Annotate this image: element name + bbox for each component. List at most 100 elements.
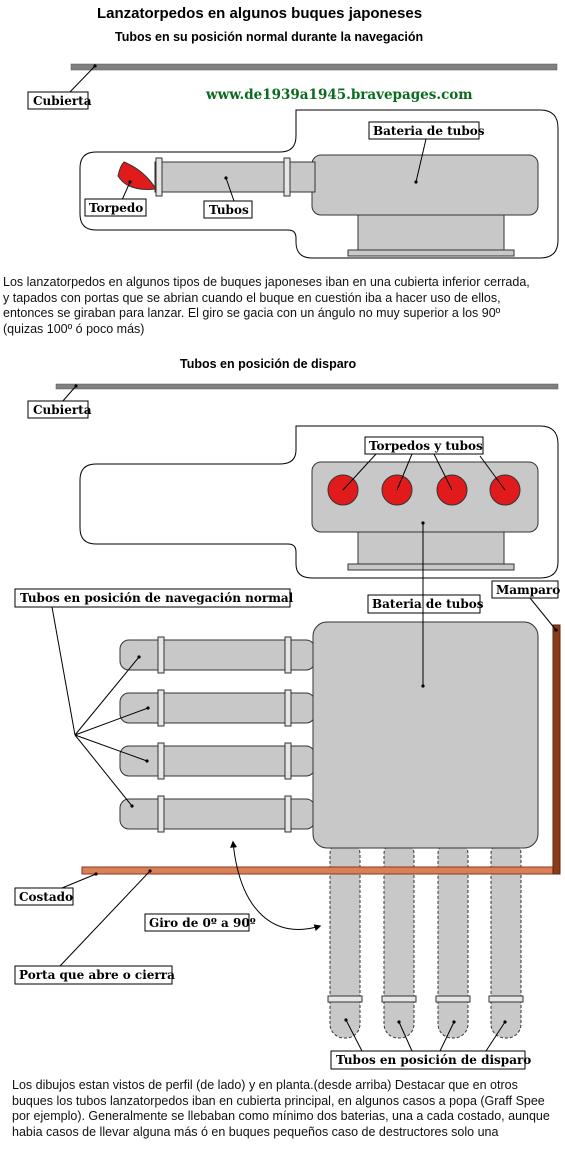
label-box xyxy=(27,400,89,419)
label-box xyxy=(364,436,484,455)
label-porta: Porta que abre o cierra xyxy=(19,968,175,982)
battery-body xyxy=(312,621,539,849)
intro-line: (quizas 100º ó poco más) xyxy=(3,321,145,336)
label-torpedos-y-tubos: Torpedos y tubos xyxy=(369,439,483,453)
leader-line xyxy=(396,453,413,491)
closing-paragraph: Los dibujos estan vistos de perfil (de l… xyxy=(12,1078,550,1140)
tube-ring xyxy=(284,689,292,727)
label-box xyxy=(14,588,291,608)
leader-line xyxy=(439,1021,455,1052)
label-tubos: Tubos xyxy=(209,203,249,217)
tube-ring xyxy=(157,742,165,780)
intro-line: entonces se giraban para lanzar. El giro… xyxy=(3,306,501,320)
torpedo-nose xyxy=(117,161,157,190)
label-giro: Giro de 0º a 90º xyxy=(149,916,256,930)
label-pointer-dot xyxy=(452,1020,456,1024)
leader-line xyxy=(485,1021,506,1052)
torpedo-tube xyxy=(154,161,316,193)
leader-line xyxy=(121,181,131,201)
battery-body xyxy=(311,154,539,216)
label-pointer-dot xyxy=(421,684,425,688)
label-pointer-dot xyxy=(344,1018,348,1022)
website-url: www.de1939a1945.bravepages.com xyxy=(205,87,473,103)
label-bateria: Bateria de tubos xyxy=(372,597,484,611)
page-title: Lanzatorpedos en algunos buques japonese… xyxy=(97,5,423,22)
leader-line xyxy=(67,65,96,95)
closing-line: habia casos de llevar alguna más ó en bu… xyxy=(12,1124,499,1139)
tube-ring xyxy=(488,995,524,1003)
label-pointer-dot xyxy=(397,1020,401,1024)
closing-line: buques los tubos lanzatorpedos iban en c… xyxy=(12,1093,545,1108)
battery-pedestal xyxy=(357,213,505,253)
intro-line: y tapados con portas que se abrian cuand… xyxy=(3,290,501,305)
leader-line xyxy=(529,597,557,631)
label-pointer-dot xyxy=(94,872,98,876)
label-box xyxy=(203,200,253,219)
leader-line xyxy=(74,707,149,736)
label-cubierta: Cubierta xyxy=(33,94,92,108)
leader-line xyxy=(51,606,76,736)
label-box xyxy=(144,913,250,932)
leader-line xyxy=(74,656,140,736)
battery-body xyxy=(311,461,539,533)
label-pointer-dot xyxy=(148,869,152,873)
label-disparo: Tubos en posición de disparo xyxy=(336,1053,531,1067)
label-mamparo: Mamparo xyxy=(496,583,560,597)
label-cubierta: Cubierta xyxy=(33,403,92,417)
tube-ring xyxy=(284,742,292,780)
label-box xyxy=(84,198,147,217)
battery-base-plate xyxy=(347,563,515,571)
hull-side xyxy=(81,866,559,875)
leader-line xyxy=(59,870,151,967)
deck-line xyxy=(55,383,559,390)
tube-ring xyxy=(157,636,165,674)
label-box xyxy=(27,91,89,110)
label-pointer-dot xyxy=(554,628,558,632)
bottom-diagram: Tubos en posición de navegación normal B… xyxy=(14,521,561,1070)
tube-ring xyxy=(157,689,165,727)
label-costado: Costado xyxy=(19,890,73,904)
top-diagram: Cubierta www.de1939a1945.bravepages.com … xyxy=(27,63,559,259)
tube-ring xyxy=(283,157,291,197)
intro-paragraph: Los lanzatorpedos en algunos tipos de bu… xyxy=(3,275,530,337)
leader-line xyxy=(398,1021,413,1052)
tube-ring xyxy=(435,995,471,1003)
deck-line xyxy=(70,63,558,71)
label-box xyxy=(330,1050,526,1070)
label-box xyxy=(367,594,481,614)
leader-line xyxy=(433,453,453,491)
label-box xyxy=(368,121,480,140)
leader-line xyxy=(345,1019,363,1052)
leader-line xyxy=(479,455,506,491)
rotation-arrow xyxy=(230,840,322,932)
closing-line: por ejemplo). Generalmente se llebaban c… xyxy=(12,1109,550,1123)
middle-diagram: Cubierta Torpedos y tubos xyxy=(27,383,559,579)
leader-line xyxy=(225,177,235,202)
battery-pedestal xyxy=(357,527,505,567)
leader-line xyxy=(415,138,427,183)
label-box xyxy=(14,965,173,985)
tube-ring xyxy=(284,795,292,833)
label-torpedo: Torpedo xyxy=(89,201,143,215)
label-pointer-dot xyxy=(421,521,425,525)
label-nav-normal: Tubos en posición de navegación normal xyxy=(20,591,294,605)
label-box xyxy=(491,580,559,599)
leader-line xyxy=(342,453,377,491)
subtitle-firing-position: Tubos en posición de disparo xyxy=(180,357,357,371)
tube-ring xyxy=(381,995,417,1003)
leader-line xyxy=(61,873,97,889)
tube-ring xyxy=(155,157,163,197)
leader-line xyxy=(74,734,148,762)
bulkhead xyxy=(552,624,561,875)
battery-base-plate xyxy=(347,249,515,257)
label-pointer-dot xyxy=(503,1020,507,1024)
tube-ring xyxy=(157,795,165,833)
label-bateria: Bateria de tubos xyxy=(373,124,485,138)
leader-line xyxy=(61,385,77,403)
label-box xyxy=(14,887,74,906)
closing-line: Los dibujos estan vistos de perfil (de l… xyxy=(12,1078,518,1092)
tube-ring xyxy=(327,995,363,1003)
tube-ring xyxy=(284,636,292,674)
intro-line: Los lanzatorpedos en algunos tipos de bu… xyxy=(3,275,530,289)
